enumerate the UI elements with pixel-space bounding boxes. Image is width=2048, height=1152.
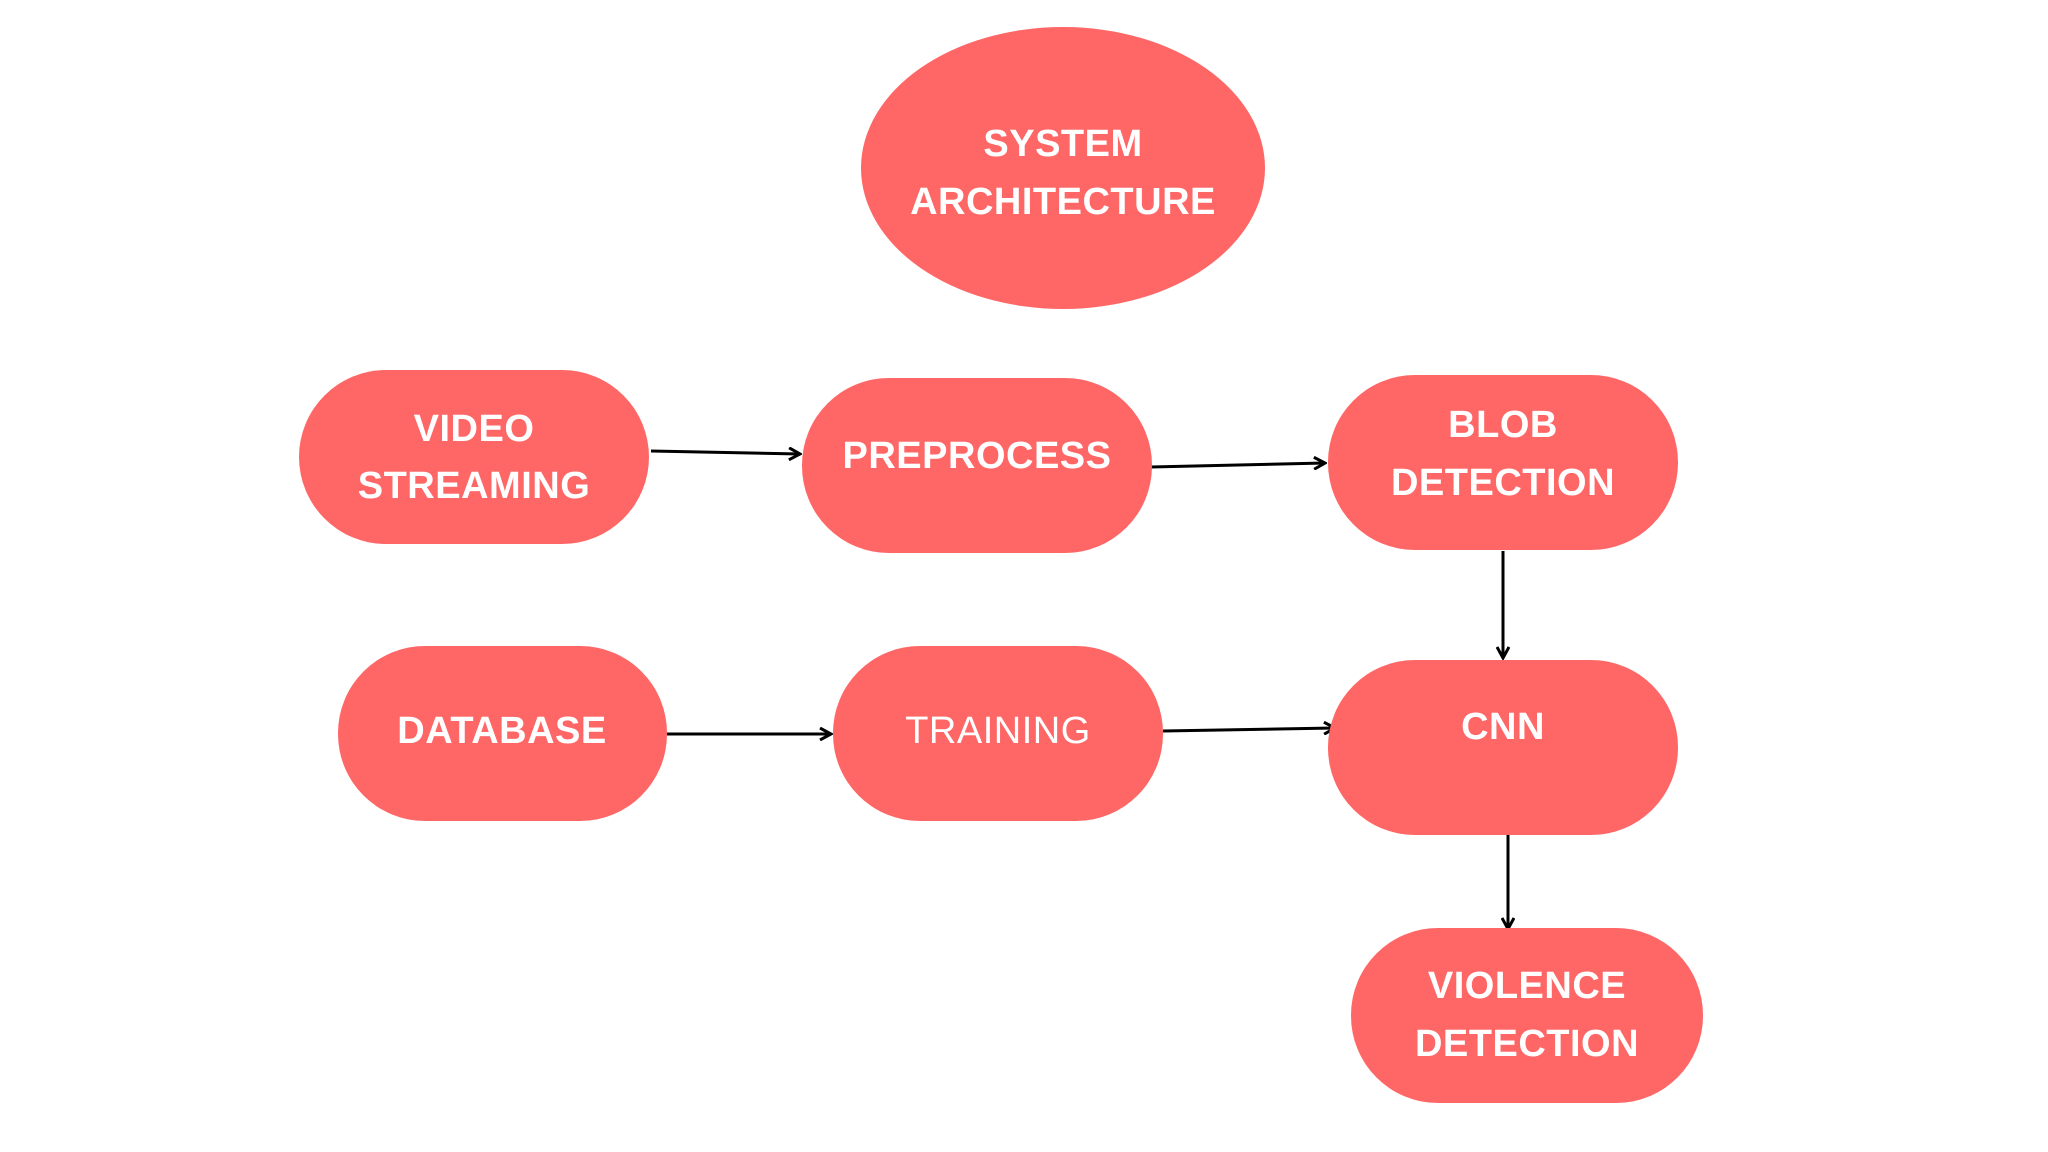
node-blob-detection-line-1: BLOB xyxy=(1448,404,1558,446)
node-blob-detection-line-2: DETECTION xyxy=(1391,462,1615,504)
node-violence-detection-line-1: VIOLENCE xyxy=(1428,965,1626,1007)
node-cnn-shape xyxy=(1328,660,1678,835)
node-database-shape xyxy=(338,646,667,821)
node-training-line-1: TRAINING xyxy=(905,710,1091,752)
node-training: TRAINING xyxy=(833,646,1163,821)
edge-video-to-preprocess xyxy=(650,451,800,454)
edges xyxy=(650,451,1508,929)
node-blob-detection-shape xyxy=(1328,375,1678,550)
node-violence-detection: VIOLENCE DETECTION xyxy=(1351,928,1703,1103)
title-ellipse xyxy=(861,27,1265,309)
node-preprocess: PREPROCESS xyxy=(802,378,1152,553)
node-video-streaming-shape xyxy=(299,370,649,544)
edge-preprocess-to-blob xyxy=(1150,463,1325,467)
node-preprocess-shape xyxy=(802,378,1152,553)
node-video-streaming-line-1: VIDEO xyxy=(414,408,535,450)
node-preprocess-line-1: PREPROCESS xyxy=(843,435,1112,477)
node-video-streaming: VIDEO STREAMING xyxy=(299,370,649,544)
edge-training-to-cnn xyxy=(1162,728,1335,731)
node-violence-detection-shape xyxy=(1351,928,1703,1103)
node-blob-detection: BLOB DETECTION xyxy=(1328,375,1678,550)
title-line-1: SYSTEM xyxy=(983,123,1142,165)
node-violence-detection-line-2: DETECTION xyxy=(1415,1023,1639,1065)
node-cnn-line-1: CNN xyxy=(1461,706,1545,748)
node-cnn: CNN xyxy=(1328,660,1678,835)
node-system-architecture: SYSTEM ARCHITECTURE xyxy=(861,27,1265,309)
title-line-2: ARCHITECTURE xyxy=(910,181,1216,223)
node-training-shape xyxy=(833,646,1163,821)
node-database: DATABASE xyxy=(338,646,667,821)
node-video-streaming-line-2: STREAMING xyxy=(358,465,591,507)
node-database-line-1: DATABASE xyxy=(397,710,606,752)
